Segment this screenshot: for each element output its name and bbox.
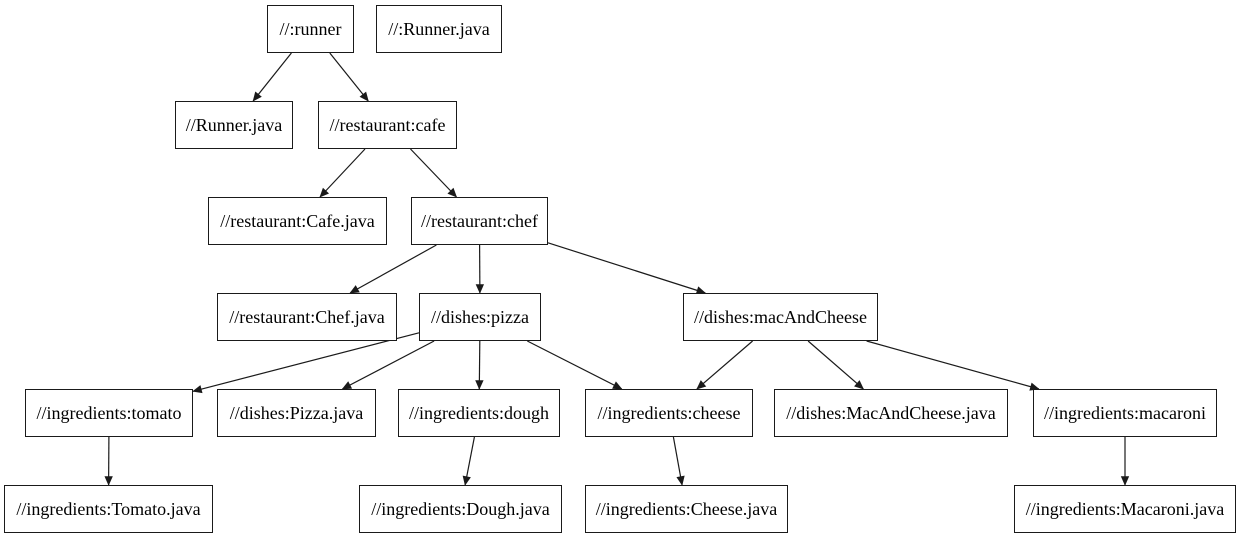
graph-edge-cafe-to-chef: [410, 148, 458, 198]
graph-node-pizza_java: //dishes:Pizza.java: [217, 389, 376, 437]
graph-edge-pizza-to-cheese: [527, 340, 623, 390]
graph-edge-dough-to-dough_java: [462, 436, 475, 486]
graph-node-label: //dishes:pizza: [431, 307, 529, 327]
graph-node-label: //:runner: [279, 19, 342, 39]
graph-edge-macandcheese-to-macaroni: [866, 340, 1040, 391]
graph-node-label: //restaurant:cafe: [329, 115, 446, 135]
graph-node-label: //ingredients:Dough.java: [371, 499, 550, 519]
graph-edge-runner-to-cafe: [329, 52, 369, 102]
graph-node-runner_java_root: //:Runner.java: [376, 5, 502, 53]
graph-node-label: //ingredients:Macaroni.java: [1025, 499, 1225, 519]
graph-node-macandcheese_java: //dishes:MacAndCheese.java: [774, 389, 1008, 437]
graph-node-macandcheese: //dishes:macAndCheese: [683, 293, 878, 341]
graph-node-tomato_java: //ingredients:Tomato.java: [4, 485, 213, 533]
graph-node-runner: //:runner: [267, 5, 354, 53]
graph-node-tomato: //ingredients:tomato: [25, 389, 193, 437]
graph-node-label: //dishes:macAndCheese: [694, 307, 867, 327]
graph-edge-macandcheese-to-cheese: [696, 340, 753, 390]
graph-node-label: //ingredients:macaroni: [1044, 403, 1206, 423]
graph-node-label: //Runner.java: [185, 115, 283, 135]
graph-node-pizza: //dishes:pizza: [419, 293, 541, 341]
graph-edge-chef-to-chef_java: [349, 244, 437, 294]
graph-node-cafe_java: //restaurant:Cafe.java: [208, 197, 387, 245]
graph-edge-pizza-to-dough: [475, 340, 484, 390]
graph-node-label: //ingredients:tomato: [36, 403, 182, 423]
graph-edge-cafe-to-cafe_java: [319, 148, 366, 198]
graph-node-label: //ingredients:Cheese.java: [595, 499, 778, 519]
graph-node-label: //ingredients:dough: [409, 403, 549, 423]
graph-node-dough_java: //ingredients:Dough.java: [359, 485, 562, 533]
graph-node-label: //ingredients:cheese: [597, 403, 741, 423]
graph-edge-pizza-to-tomato: [192, 332, 420, 394]
graph-node-chef_java: //restaurant:Chef.java: [217, 293, 397, 341]
graph-edge-chef-to-macandcheese: [547, 242, 707, 295]
graph-node-runner_java: //Runner.java: [175, 101, 293, 149]
graph-node-label: //dishes:Pizza.java: [229, 403, 364, 423]
graph-node-label: //dishes:MacAndCheese.java: [786, 403, 996, 423]
graph-node-label: //:Runner.java: [388, 19, 490, 39]
graph-node-cheese: //ingredients:cheese: [585, 389, 753, 437]
graph-node-cafe: //restaurant:cafe: [318, 101, 457, 149]
graph-node-chef: //restaurant:chef: [411, 197, 548, 245]
graph-edge-macandcheese-to-macandcheese_java: [807, 340, 864, 390]
graph-node-label: //restaurant:Cafe.java: [220, 211, 375, 231]
graph-node-label: //restaurant:chef: [421, 211, 538, 231]
graph-node-macaroni: //ingredients:macaroni: [1033, 389, 1217, 437]
graph-node-label: //ingredients:Tomato.java: [16, 499, 201, 519]
graph-edge-cheese-to-cheese_java: [672, 436, 685, 486]
graph-node-cheese_java: //ingredients:Cheese.java: [585, 485, 788, 533]
graph-node-dough: //ingredients:dough: [398, 389, 560, 437]
graph-edge-runner-to-runner_java: [252, 52, 292, 102]
graph-node-macaroni_java: //ingredients:Macaroni.java: [1014, 485, 1236, 533]
graph-edge-pizza-to-pizza_java: [341, 340, 435, 390]
graph-node-label: //restaurant:Chef.java: [229, 307, 385, 327]
